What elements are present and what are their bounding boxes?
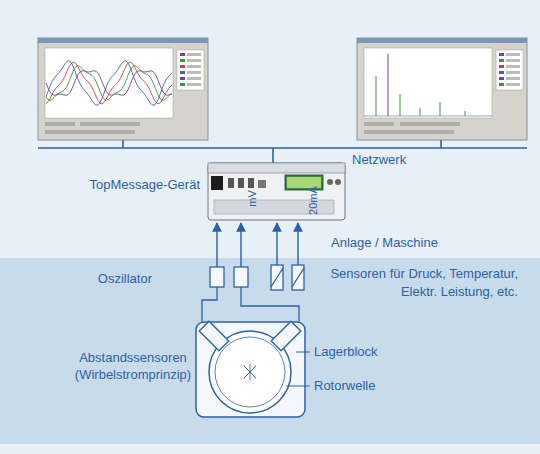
bearing-block (196, 322, 305, 417)
device-label: TopMessage-Gerät (70, 176, 200, 193)
signal-arrows (217, 223, 298, 267)
legend-mark (499, 59, 504, 62)
trend-screenshot (38, 38, 208, 140)
legend-mark (506, 71, 520, 74)
signal-label: 20mA (304, 186, 321, 215)
sensor-label: Sensoren für Druck, Temperatur, Elektr. … (316, 265, 518, 301)
trend-curve (46, 61, 172, 105)
probe-label: Abstandssensoren (Wirbelstromprinzip) (66, 349, 200, 383)
legend-mark (180, 65, 185, 68)
legend-mark (506, 53, 520, 56)
legend-mark (180, 53, 185, 56)
topmessage-device (208, 163, 345, 220)
legend-mark (187, 77, 201, 80)
spectrum-line (388, 54, 389, 116)
legend-mark (499, 71, 504, 74)
signal-label: mV (243, 190, 260, 207)
legend-mark (180, 59, 185, 62)
spectrum-line (376, 76, 377, 116)
process-sensors (271, 265, 304, 290)
legend-mark (506, 83, 520, 86)
legend-mark (499, 65, 504, 68)
legend-mark (180, 71, 185, 74)
plant-label: Anlage / Maschine (331, 234, 481, 251)
part-label: Lagerblock (314, 343, 404, 360)
machine-area (0, 258, 540, 444)
legend-mark (187, 71, 201, 74)
legend-mark (187, 83, 201, 86)
legend-mark (187, 53, 201, 56)
network-label: Netzwerk (352, 151, 442, 168)
spectrum-line (440, 102, 441, 116)
spectrum-line (400, 94, 401, 116)
legend-mark (506, 77, 520, 80)
legend-mark (180, 77, 185, 80)
part-label: Rotorwelle (314, 377, 404, 394)
legend-mark (187, 59, 201, 62)
legend-mark (506, 59, 520, 62)
eddy-current-probes (199, 321, 301, 351)
legend-mark (499, 53, 504, 56)
legend-mark (180, 83, 185, 86)
trend-curve (46, 62, 172, 104)
oscillator-boxes (210, 267, 248, 287)
legend-mark (499, 77, 504, 80)
probe-cables (202, 287, 299, 324)
legend-mark (506, 65, 520, 68)
spectrum-screenshot (357, 38, 527, 140)
leader-lines (286, 352, 310, 386)
network-lines (38, 140, 527, 163)
trend-curve (46, 66, 172, 101)
spectrum-line (420, 108, 421, 116)
oscillator-label: Oszillator (70, 270, 152, 287)
spectrum-line (465, 111, 466, 116)
legend-mark (187, 65, 201, 68)
legend-mark (499, 83, 504, 86)
